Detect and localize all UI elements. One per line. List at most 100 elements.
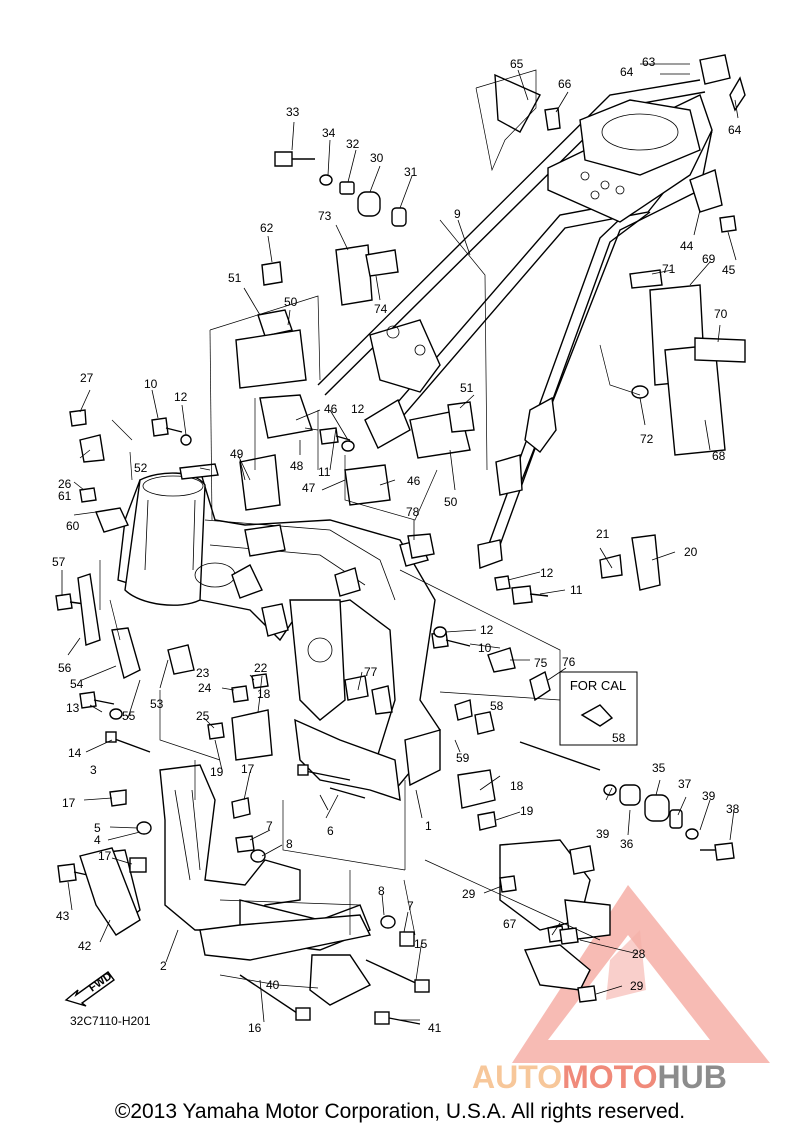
dashed-boundaries (99, 69, 641, 986)
callout: 12 (351, 402, 365, 416)
rear-subframe (317, 54, 731, 569)
callout: 22 (254, 661, 268, 675)
callout: 32 (346, 137, 360, 151)
callout: 53 (150, 697, 164, 711)
copyright-notice: ©2013 Yamaha Motor Corporation, U.S.A. A… (114, 1100, 686, 1123)
callout: 64 (620, 65, 634, 79)
callout: 64 (728, 123, 742, 137)
fwd-arrow: FWD (64, 970, 115, 1007)
callout: 14 (68, 746, 82, 760)
callout: 58 (490, 699, 504, 713)
callout: 47 (302, 481, 316, 495)
callout: 10 (144, 377, 158, 391)
callout: 56 (58, 661, 72, 675)
callout: 55 (122, 709, 136, 723)
drawing-code: 32C7110-H201 (70, 1014, 151, 1028)
callout: 61 (58, 489, 72, 503)
callout: 75 (534, 656, 548, 670)
callout: 20 (684, 545, 698, 559)
callout: 50 (284, 295, 298, 309)
callout: 27 (80, 371, 94, 385)
callout: 50 (444, 495, 458, 509)
watermark-auto: AUTO (472, 1059, 562, 1095)
callout: 68 (712, 449, 726, 463)
callout: 77 (364, 665, 378, 679)
callout: 49 (230, 447, 244, 461)
callout: 29 (462, 887, 476, 901)
callout: 69 (702, 252, 716, 266)
callout: 17 (62, 796, 76, 810)
callout: 29 (630, 979, 644, 993)
callout: 39 (702, 789, 716, 803)
callout: 19 (520, 804, 534, 818)
callout: 33 (286, 105, 300, 119)
callout: 12 (480, 623, 494, 637)
watermark-wordmark: AUTOMOTOHUB (472, 1059, 727, 1095)
callout: 73 (318, 209, 332, 223)
watermark-hub: HUB (657, 1059, 726, 1095)
callout: 11 (570, 583, 583, 597)
callout: 23 (196, 666, 210, 680)
callout: 78 (406, 505, 420, 519)
callout: 70 (714, 307, 728, 321)
callout: 51 (228, 271, 242, 285)
callout: 60 (66, 519, 80, 533)
callout: 54 (70, 677, 84, 691)
callout: 6 (327, 824, 334, 838)
callout: 18 (510, 779, 524, 793)
callout: 66 (558, 77, 572, 91)
callout: 45 (722, 263, 736, 277)
callout: 4 (94, 833, 101, 847)
callout: 38 (726, 802, 740, 816)
callout: 35 (652, 761, 666, 775)
callout: 3 (90, 763, 97, 777)
for-cal-label: FOR CAL (570, 678, 626, 693)
callout: 21 (596, 527, 610, 541)
callout: 57 (52, 555, 66, 569)
callout: 71 (662, 262, 676, 276)
callout: 34 (322, 126, 336, 140)
callout: 12 (174, 390, 188, 404)
callout: 62 (260, 221, 274, 235)
callout: 48 (290, 459, 304, 473)
callout: 24 (198, 681, 212, 695)
callout: 16 (248, 1021, 262, 1035)
callout: 36 (620, 837, 634, 851)
callout: 26 (58, 477, 72, 491)
callout: 2 (160, 959, 167, 973)
callout: 17 (98, 849, 112, 863)
callout: 40 (266, 978, 280, 992)
callout: 13 (66, 701, 80, 715)
callout: 7 (266, 819, 273, 833)
callout: 63 (642, 55, 656, 69)
callout: 17 (241, 762, 255, 776)
watermark-logo (512, 885, 770, 1063)
callout: 41 (428, 1021, 442, 1035)
callout: 37 (678, 777, 692, 791)
callout: 8 (378, 884, 385, 898)
callout: 19 (210, 765, 224, 779)
callout: 7 (407, 899, 414, 913)
part-callouts: 1 2 3 4 5 6 7 7 8 8 9 10 10 11 11 12 12 … (52, 55, 742, 1035)
callout: 1 (425, 819, 432, 833)
callout: 31 (404, 165, 418, 179)
svg-text:AUTOMOTOHUB: AUTOMOTOHUB (472, 1059, 727, 1095)
callout: 12 (540, 566, 554, 580)
callout: 42 (78, 939, 92, 953)
callout: 9 (454, 207, 461, 221)
callout: 5 (94, 821, 101, 835)
callout: 10 (478, 641, 492, 655)
main-frame (117, 469, 441, 802)
watermark-triangle (512, 885, 770, 1063)
callout: 72 (640, 432, 654, 446)
callout: 46 (324, 402, 338, 416)
callout: 28 (632, 947, 646, 961)
callout: 15 (414, 937, 428, 951)
callout: 76 (562, 655, 576, 669)
callout: 46 (407, 474, 421, 488)
for-cal-box: FOR CAL (559, 671, 638, 746)
misc-parts (55, 73, 746, 1025)
callout: 11 (318, 465, 331, 479)
watermark-moto: MOTO (562, 1059, 657, 1095)
